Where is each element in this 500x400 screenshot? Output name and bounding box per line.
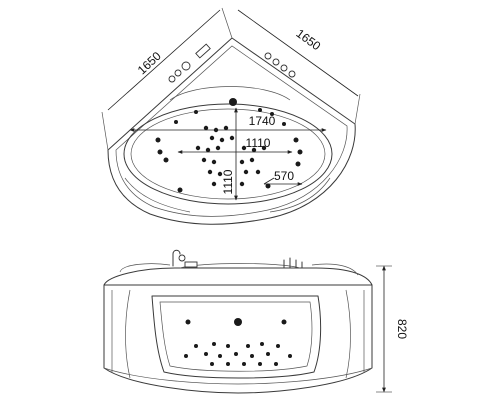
front-body [103,284,373,394]
front-window [151,295,322,379]
rim-edge-detail-left [124,177,191,213]
rim-edge-detail [269,177,331,213]
dim-side-left: 1650 [101,7,233,151]
dim-width: 1110 [177,136,293,154]
front-faucets [172,249,303,269]
dim-depth-label: 1110 [221,169,235,194]
front-window-inner [159,301,313,372]
front-base-curve [103,367,373,385]
front-rim-top [103,267,373,286]
dim-depth: 1110 [221,107,238,201]
dim-side-right-label: 1650 [293,26,323,53]
front-jets [184,318,292,366]
tub-basin [123,103,333,205]
drain-icon [229,98,237,106]
headrest-right [311,263,359,276]
dim-seat-label: 570 [274,169,294,183]
jets [155,108,303,193]
tub-inner-rim [115,45,348,217]
dim-side-right: 1650 [237,9,361,125]
top-view: 1650 1650 1740 1110 1110 570 [101,7,361,225]
faucet-fixtures [168,43,296,83]
corner-ledge [169,86,291,101]
dim-seat: 570 [263,169,303,186]
dim-length-label: 1740 [249,114,276,128]
right-side-curve [345,289,351,379]
dim-height: 820 [376,265,409,393]
dim-length: 1740 [129,114,327,132]
left-side-curve [125,289,131,379]
tub-outer-rim [107,37,356,225]
tub-basin-inner [130,108,326,200]
rim-back-edge [179,263,301,269]
dim-width-label: 1110 [246,136,271,150]
headrest-left [119,263,171,273]
front-view: 820 [103,249,409,394]
dim-height-label: 820 [395,319,409,339]
